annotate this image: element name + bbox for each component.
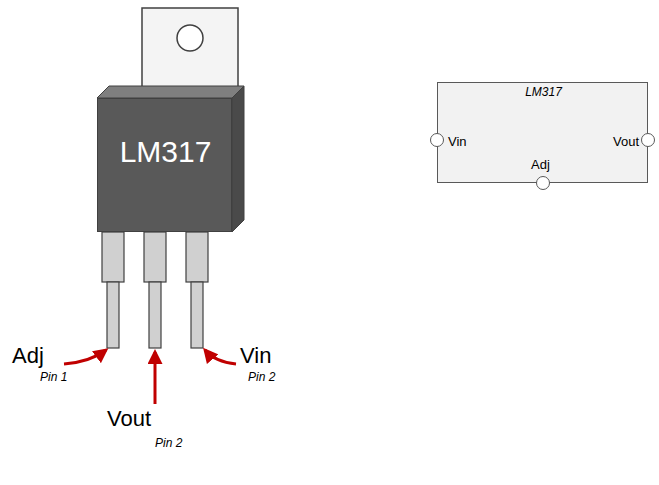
pin-name: Adj bbox=[531, 157, 550, 172]
pin-leader-arrows bbox=[64, 350, 236, 404]
pin-number: Pin 2 bbox=[248, 370, 275, 384]
pin-label: Adj bbox=[12, 343, 44, 369]
terminal-circle bbox=[536, 176, 550, 190]
pin-name: Vin bbox=[448, 134, 467, 149]
pin-name: Vout bbox=[613, 134, 639, 149]
pin-number: Pin 2 bbox=[155, 436, 182, 450]
schematic-block: LM317Vin VoutAdj bbox=[437, 82, 648, 183]
package-body: LM317 bbox=[97, 98, 232, 232]
package-bevel bbox=[97, 86, 244, 232]
pin-label: Vout bbox=[107, 406, 151, 432]
package-legs bbox=[102, 232, 208, 348]
terminal-circle bbox=[430, 133, 444, 147]
part-marking: LM317 bbox=[120, 135, 212, 169]
block-title: LM317 bbox=[525, 85, 562, 99]
terminal-circle bbox=[641, 133, 655, 147]
pin-label: Vin bbox=[240, 343, 271, 369]
pin-number: Pin 1 bbox=[40, 370, 67, 384]
